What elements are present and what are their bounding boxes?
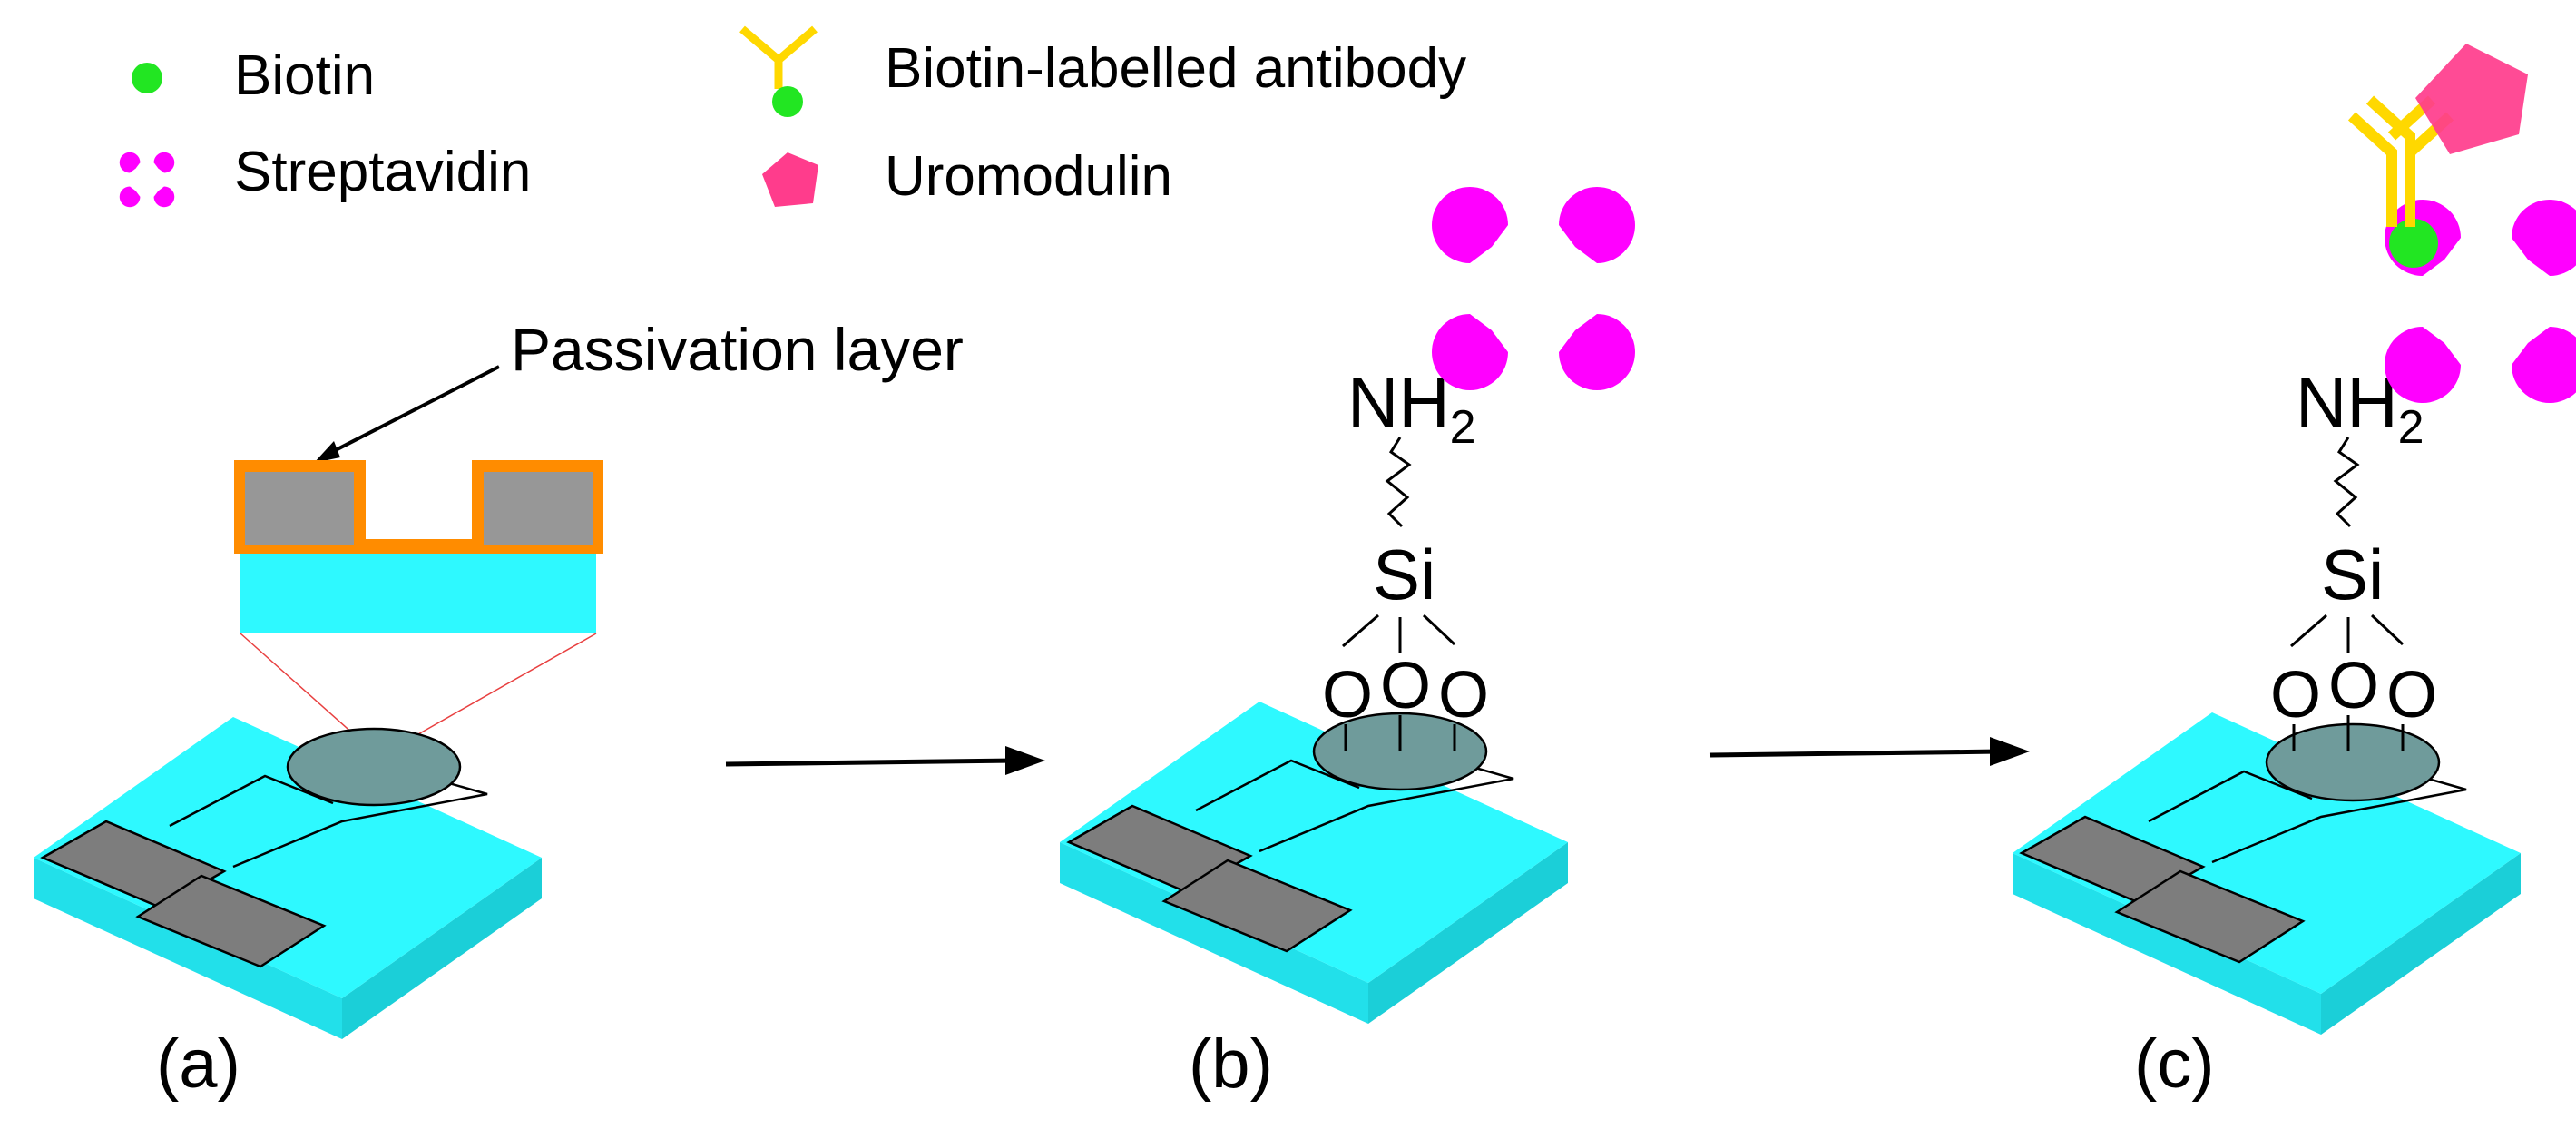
biotin-c-upper: [2389, 219, 2438, 268]
uromodulin-icon: [762, 152, 818, 207]
legend-item-biotin: Biotin: [132, 44, 375, 107]
legend-item-uromodulin: Uromodulin: [762, 145, 1172, 208]
sensor-chip-c: [2011, 711, 2522, 1036]
legend-item-streptavidin: Streptavidin: [119, 141, 531, 208]
uromodulin-c: [2415, 44, 2528, 154]
sensor-chip-b: [1058, 700, 1570, 1026]
inset-electrode-left: [245, 472, 354, 545]
silane-linker-c: [2268, 360, 2439, 753]
panel-a: Passivation layer (a): [32, 316, 964, 1103]
legend-label-streptavidin: Streptavidin: [234, 141, 531, 203]
silane-linker-b: [1320, 360, 1491, 753]
antibody-icon: [739, 25, 818, 89]
legend-label-biotin: Biotin: [234, 44, 375, 107]
legend-label-antibody: Biotin-labelled antibody: [885, 37, 1466, 100]
biotin-icon: [132, 63, 162, 93]
panel-label-b: (b): [1189, 1026, 1273, 1103]
process-arrow-2: [1709, 737, 2030, 766]
passivation-pointer-arrowhead: [314, 441, 340, 463]
legend-item-antibody: Biotin-labelled antibody: [739, 25, 1466, 117]
panel-label-a: (a): [156, 1026, 240, 1103]
panel-label-c: (c): [2134, 1026, 2215, 1103]
antibody-biotin-tag: [772, 86, 803, 117]
legend: Biotin Streptavidin Biotin-labelled anti…: [119, 25, 1466, 208]
sensor-chip-a: [32, 715, 544, 1041]
process-arrow-1: [725, 746, 1045, 775]
cross-section-inset: [234, 460, 603, 633]
panel-b: (b): [1058, 187, 1635, 1103]
passivation-pointer-line: [328, 365, 500, 456]
streptavidin-b: [1432, 187, 1635, 390]
streptavidin-icon: [119, 152, 175, 208]
inset-substrate: [240, 554, 596, 633]
legend-label-uromodulin: Uromodulin: [885, 145, 1172, 208]
panel-c: (c): [2011, 44, 2576, 1103]
inset-electrode-right: [484, 472, 593, 545]
passivation-layer-label: Passivation layer: [511, 316, 964, 383]
